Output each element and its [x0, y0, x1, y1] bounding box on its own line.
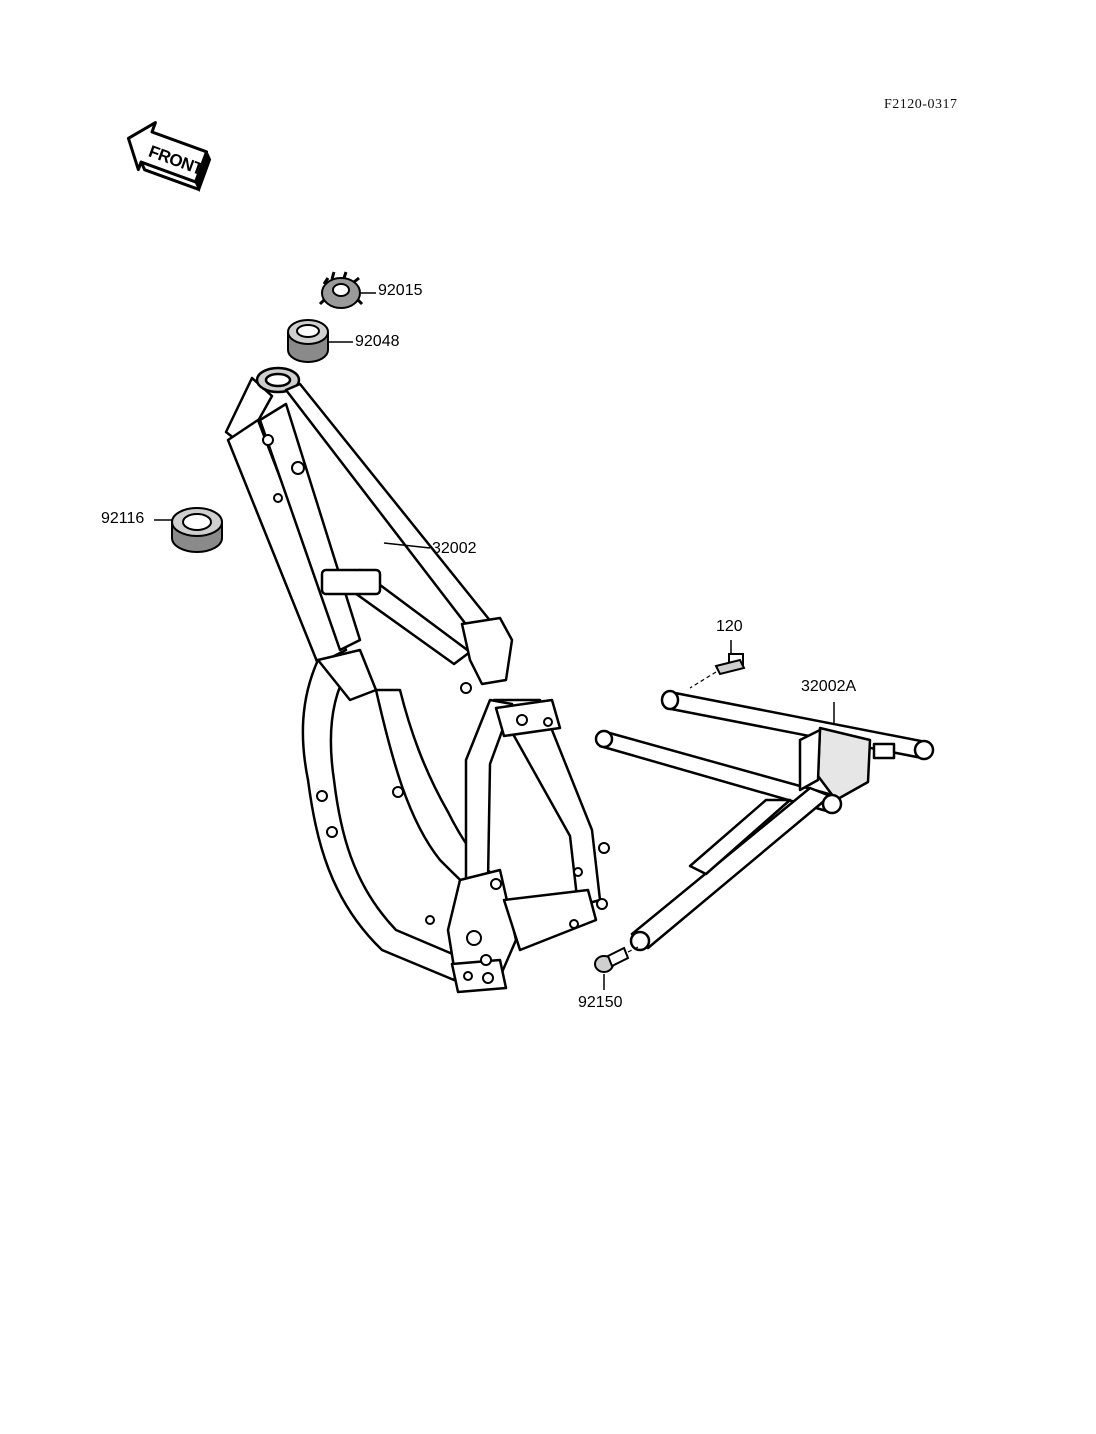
front-arrow-icon: FRONT [126, 121, 212, 193]
part-label-92048: 92048 [355, 333, 400, 350]
cap-92048-icon [287, 319, 353, 363]
nut-92015-icon [318, 271, 376, 309]
part-label-32002A: 32002A [801, 678, 857, 695]
frame-mount-holes [262, 434, 610, 984]
part-label-92150: 92150 [578, 994, 623, 1011]
bolt-120-icon [689, 640, 746, 689]
leader-32002 [383, 542, 431, 549]
reference-code: F2120-0317 [884, 97, 958, 112]
bolt-92150-icon [594, 945, 641, 990]
rear-frame-32002A-icon [594, 689, 935, 952]
part-label-120: 120 [716, 618, 743, 635]
frame-32002-icon [224, 366, 602, 994]
part-label-92116: 92116 [101, 510, 145, 527]
part-label-32002: 32002 [432, 540, 477, 557]
part-label-92015: 92015 [378, 282, 423, 299]
bearing-92116-icon [154, 507, 223, 553]
